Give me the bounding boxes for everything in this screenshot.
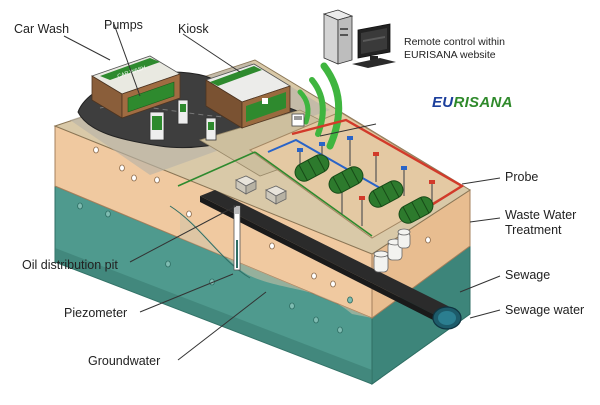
label-oil-distribution-pit: Oil distribution pit (22, 258, 118, 272)
sewage-pipe (200, 190, 462, 330)
label-kiosk: Kiosk (178, 22, 209, 36)
label-groundwater: Groundwater (88, 354, 161, 368)
label-piezometer: Piezometer (64, 306, 128, 320)
oil-distribution-pit (235, 175, 287, 205)
label-remote-control: Remote control within EURISANA website (404, 36, 505, 61)
logo-part-eu: EU (432, 94, 454, 111)
computer-icon (322, 9, 396, 68)
piezometer (233, 205, 241, 271)
monitoring-unit (291, 113, 305, 127)
label-pumps: Pumps (104, 18, 143, 32)
logo-part-risana: RISANA (453, 94, 513, 111)
label-sewage: Sewage (505, 268, 551, 282)
label-waste-water-treatment: Waste Water Treatment (505, 208, 577, 237)
pipe-network (267, 118, 465, 226)
label-sewage-water: Sewage water (505, 303, 585, 317)
groundwater-layer (54, 185, 471, 385)
leader-lines (63, 23, 501, 361)
label-probe: Probe (505, 170, 539, 184)
treatment-tanks (294, 154, 434, 224)
fuel-pumps (149, 99, 217, 141)
eurisana-logo: EURISANA (432, 94, 513, 111)
wireless-signal-icon (297, 62, 343, 150)
kiosk-building (205, 63, 291, 129)
white-settling-tanks (373, 228, 411, 273)
label-car-wash: Car Wash (14, 22, 70, 36)
